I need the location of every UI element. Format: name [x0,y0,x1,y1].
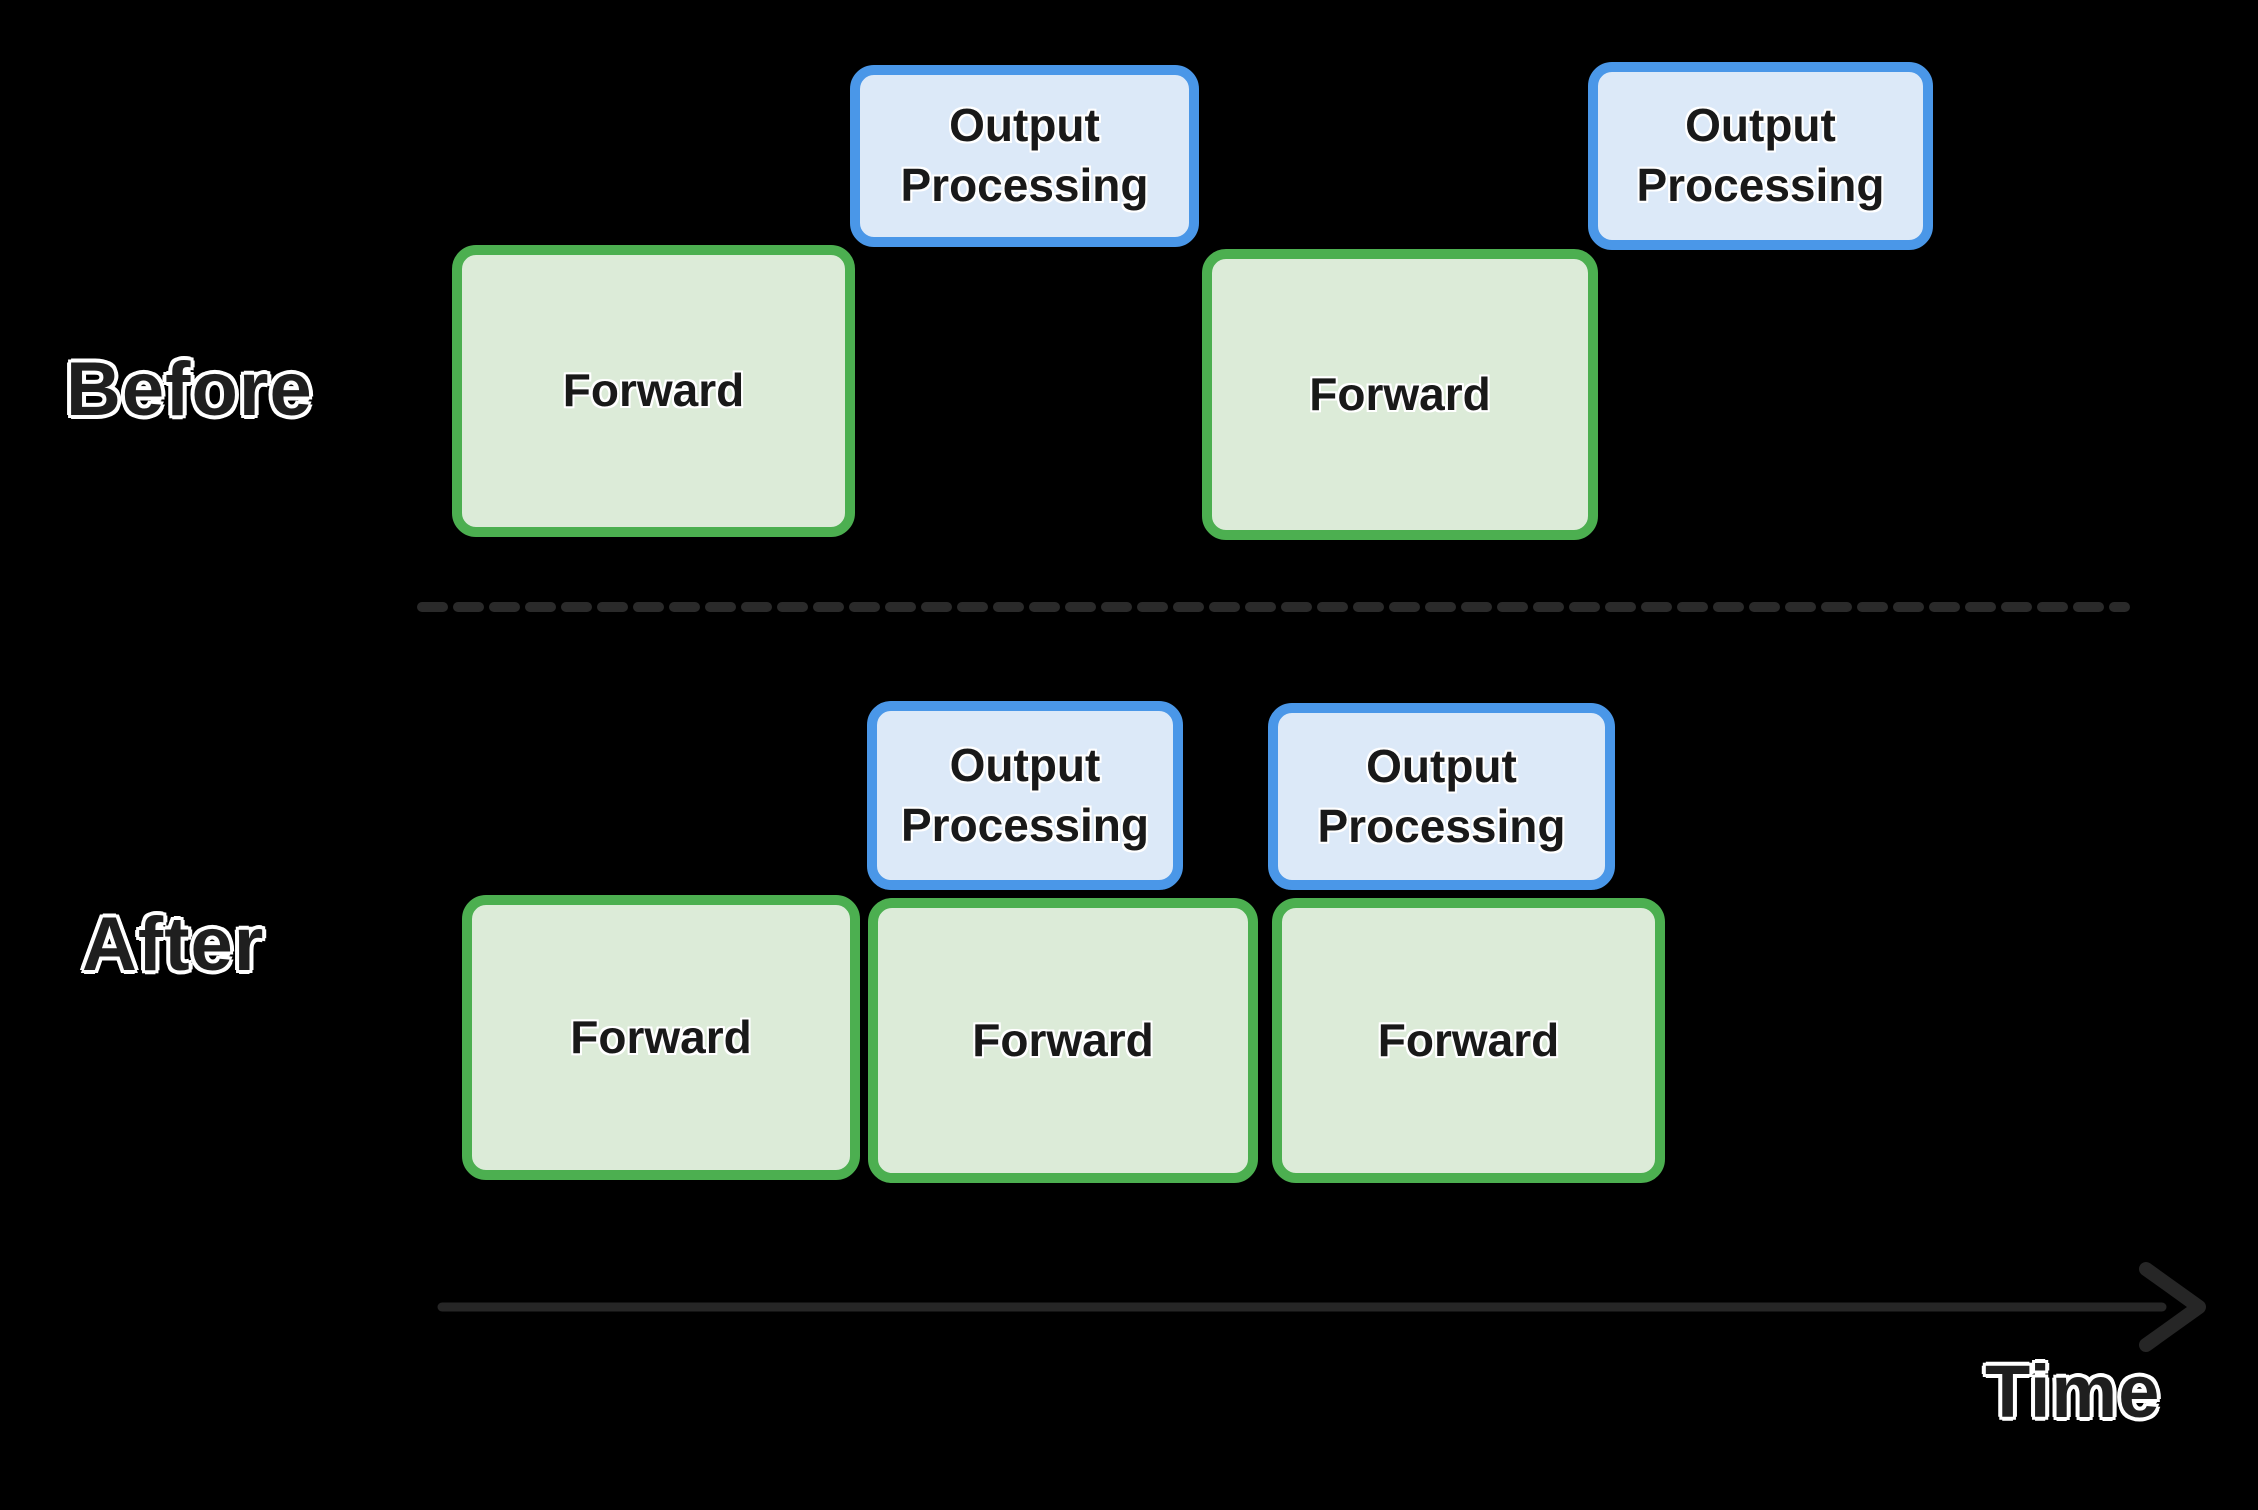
before-output-processing-box-2: Output Processing [1588,62,1933,250]
before-output-processing-box-2-label: Output Processing [1636,99,1885,211]
after-output-processing-box-2-label: Output Processing [1317,739,1566,852]
after-forward-box-2: Forward [868,898,1258,1183]
before-forward-box-2: Forward [1202,249,1598,540]
after-forward-box-3: Forward [1272,898,1665,1183]
before-forward-box-1-label: Forward [562,364,745,417]
before-output-processing-box-1: Output Processing [850,65,1199,247]
after-forward-box-2-label: Forward [972,1013,1154,1066]
time-axis-arrowhead-icon [2139,1262,2206,1352]
before-forward-box-1: Forward [452,245,855,537]
after-forward-box-1: Forward [462,895,860,1180]
after-output-processing-box-1: Output Processing [867,701,1183,890]
after-output-processing-box-2: Output Processing [1268,703,1615,890]
before-output-processing-box-1-label: Output Processing [900,99,1149,211]
after-section-label: After [82,902,265,987]
after-forward-box-1-label: Forward [570,1010,752,1063]
time-axis-label: Time [1985,1350,2161,1433]
before-section-label: Before [66,347,313,432]
before-forward-box-2-label: Forward [1309,367,1491,420]
after-forward-box-3-label: Forward [1377,1013,1560,1066]
after-output-processing-box-1-label: Output Processing [901,738,1149,851]
